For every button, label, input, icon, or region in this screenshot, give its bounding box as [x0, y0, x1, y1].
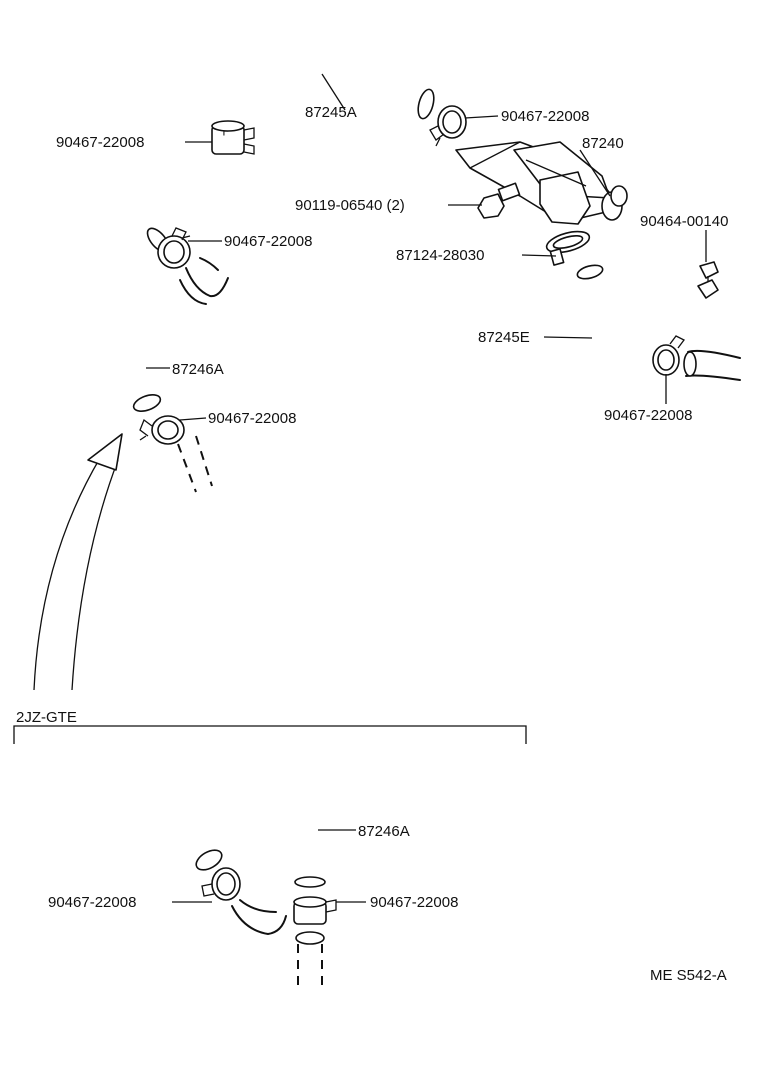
label-clamp-bottom-right: 90467-22008 [370, 894, 458, 911]
label-hose-87246a: 87246A [172, 361, 224, 378]
label-bolt: 90119-06540 (2) [295, 197, 405, 214]
label-clamp-top-left: 90467-22008 [56, 134, 144, 151]
label-hose-87246a-bottom: 87246A [358, 823, 410, 840]
label-hose-87245a: 87245A [305, 104, 357, 121]
clip-90464-00140 [697, 261, 719, 299]
section-title: 2JZ-GTE [16, 709, 77, 726]
label-clamp-top-right: 90467-22008 [501, 108, 589, 125]
svg-text:⌜: ⌜ [222, 129, 229, 146]
label-clamp-bottom-left: 90467-22008 [48, 894, 136, 911]
leader-lines [146, 73, 707, 903]
hose-87245e [576, 258, 666, 372]
clamp-top-right [429, 105, 467, 147]
label-clamp-left-lower: 90467-22008 [208, 410, 296, 427]
flow-arrow [33, 433, 123, 691]
label-clip: 90464-00140 [640, 213, 728, 230]
label-clamp-right: 90467-22008 [604, 407, 692, 424]
clamp-left-lower [139, 415, 185, 445]
clamp-bottom-left [201, 867, 241, 901]
valve-87240 [455, 141, 628, 225]
bolt-90119-06540 [477, 182, 521, 219]
clamp-top-left: ⌜ [211, 120, 255, 155]
clamp-bottom-right [293, 896, 337, 925]
label-clamp-left-upper: 90467-22008 [224, 233, 312, 250]
label-hose-87245e: 87245E [478, 329, 530, 346]
clamp-band-87124-28030 [545, 230, 591, 266]
hose-87246a-main [15, 153, 172, 416]
hose-87246a-bottom [170, 752, 326, 894]
label-valve-87240: 87240 [582, 135, 624, 152]
clamp-left-upper [157, 227, 191, 269]
figure-code: ME S542-A [650, 967, 727, 984]
label-clamp-band: 87124-28030 [396, 247, 484, 264]
hose-87245a [212, 17, 440, 128]
clamp-right [652, 335, 685, 376]
section-bracket [13, 725, 527, 744]
